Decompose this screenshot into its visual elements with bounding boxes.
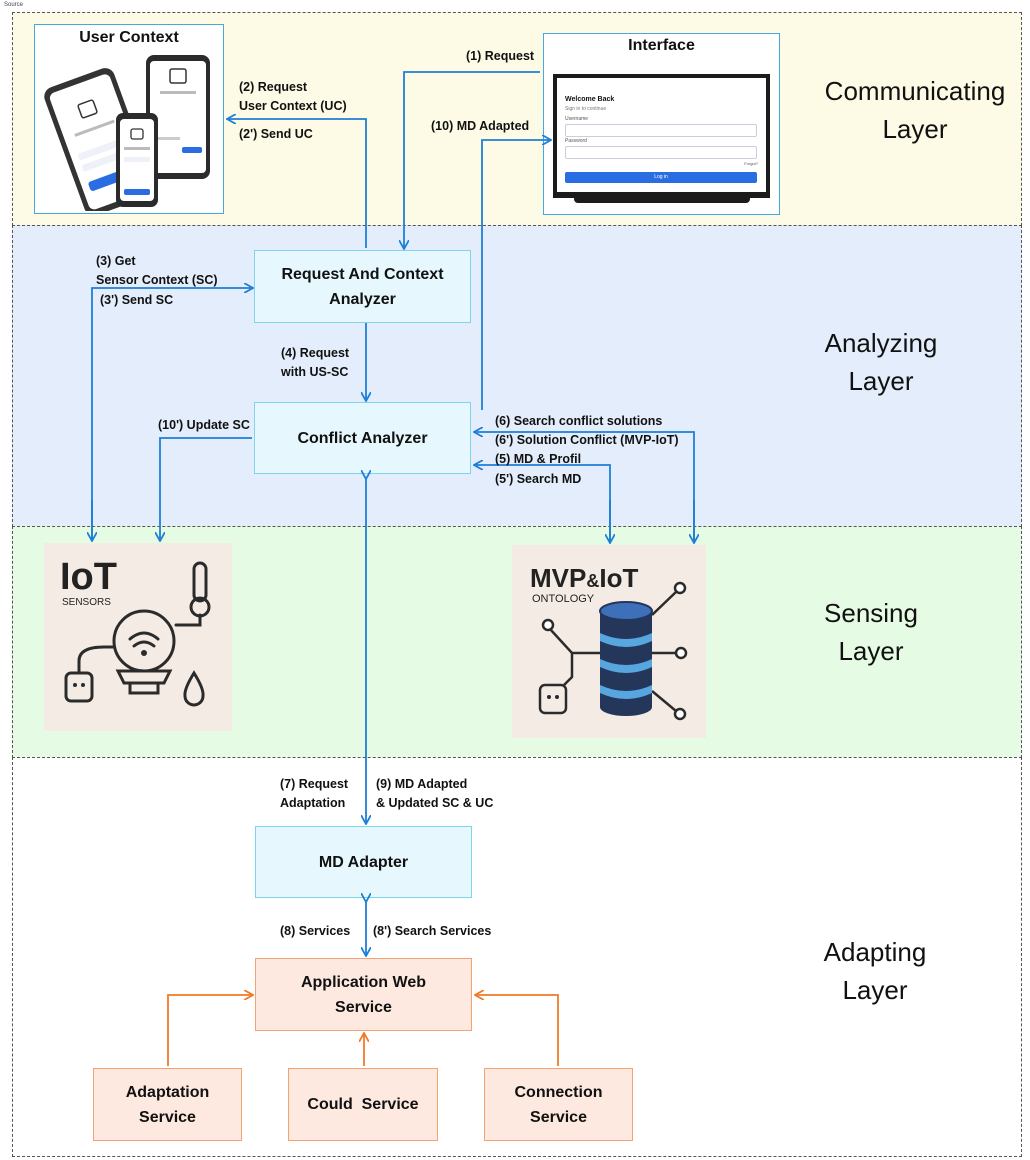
mvp-iot-ontology-tile: MVP&IoT ONTOLOGY bbox=[512, 545, 706, 738]
label-search-conflict: (6) Search conflict solutions bbox=[495, 414, 663, 428]
iot-sensors-tile: IoT SENSORS bbox=[44, 543, 232, 731]
arrow-md-adapted bbox=[481, 140, 550, 410]
interface-title: Interface bbox=[628, 37, 695, 54]
arrow-send-sc bbox=[91, 288, 252, 538]
sensing-layer-label: Sensing Layer bbox=[824, 598, 918, 666]
conflict-analyzer: Conflict Analyzer bbox=[254, 402, 471, 474]
label-request: (1) Request bbox=[466, 49, 535, 63]
label-md-profil: (5) MD & Profil bbox=[495, 452, 582, 466]
iot-title: IoT bbox=[60, 556, 117, 598]
mockup-field-1-label: Username bbox=[565, 116, 589, 122]
iot-subtitle: SENSORS bbox=[62, 597, 111, 608]
mockup-subtitle: Sign in to continue bbox=[565, 106, 607, 112]
label-get-sc: (3) Get Sensor Context (SC) bbox=[96, 254, 218, 287]
adapting-layer-label: Adapting Layer bbox=[823, 937, 927, 1005]
analyzing-layer bbox=[12, 225, 1022, 527]
label-send-uc: (2') Send UC bbox=[239, 127, 313, 141]
ontology-title: MVP&IoT bbox=[530, 563, 639, 593]
laptop-base bbox=[574, 198, 750, 203]
label-request-uc: (2) Request User Context (UC) bbox=[239, 80, 347, 113]
label-update-sc: (10') Update SC bbox=[158, 418, 250, 432]
label-request-adaptation: (7) Request Adaptation bbox=[280, 777, 349, 810]
interface-panel: Interface Welcome Back Sign in to contin… bbox=[543, 33, 780, 215]
label-request-us-sc: (4) Request with US-SC bbox=[281, 346, 350, 379]
md-adapter: MD Adapter bbox=[255, 826, 472, 898]
label-solution-conflict: (6') Solution Conflict (MVP-IoT) bbox=[495, 433, 679, 447]
laptop-screen: Welcome Back Sign in to continue Usernam… bbox=[553, 74, 770, 198]
ontology-database-illustration bbox=[538, 581, 688, 721]
ontology-subtitle: ONTOLOGY bbox=[532, 593, 595, 605]
communicating-layer-label: Communicating Layer bbox=[824, 76, 1006, 144]
mockup-field-1 bbox=[565, 124, 757, 137]
user-context-title: User Context bbox=[79, 29, 179, 46]
arrow-send-uc bbox=[228, 119, 367, 248]
mockup-field-2-label: Password bbox=[565, 138, 587, 144]
mockup-login-button: Log in bbox=[565, 172, 757, 183]
mockup-field-2 bbox=[565, 146, 757, 159]
smartphones-illustration bbox=[44, 55, 210, 211]
page-tag: Source bbox=[4, 2, 24, 8]
user-context-panel: User Context bbox=[34, 24, 224, 214]
analyzing-layer-label: Analyzing Layer bbox=[824, 328, 938, 396]
arrow-adaptation-service bbox=[167, 995, 252, 1066]
iot-sensors-illustration bbox=[64, 561, 211, 707]
mockup-title: Welcome Back bbox=[565, 96, 615, 103]
label-search-md: (5') Search MD bbox=[495, 472, 582, 486]
arrow-request bbox=[404, 71, 540, 248]
arrow-update-sc bbox=[160, 437, 252, 540]
label-services: (8) Services bbox=[280, 924, 351, 938]
arrow-connection-service bbox=[476, 995, 559, 1066]
label-send-sc: (3') Send SC bbox=[100, 293, 174, 307]
label-md-adapted-10: (10) MD Adapted bbox=[431, 119, 530, 133]
label-search-services: (8') Search Services bbox=[373, 924, 492, 938]
label-md-adapted-9: (9) MD Adapted & Updated SC & UC bbox=[376, 777, 494, 810]
could-service: Could Service bbox=[288, 1068, 438, 1141]
mockup-link: Forgot? bbox=[744, 161, 758, 166]
